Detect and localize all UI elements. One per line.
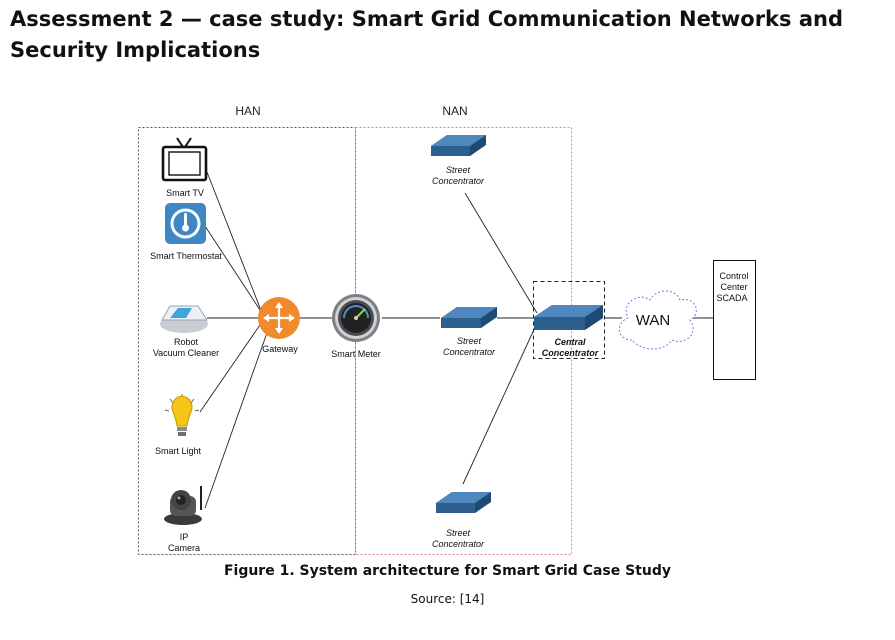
- control-center-box: [713, 260, 756, 380]
- central-concentrator-label-2: Concentrator: [542, 348, 599, 358]
- smart-tv-icon: [161, 137, 208, 182]
- smart-light-label: Smart Light: [155, 446, 202, 456]
- street-concentrator-mid-label-1: Street: [457, 336, 482, 346]
- link-streettop-central: [464, 192, 538, 314]
- street-concentrator-mid-label-2: Concentrator: [443, 347, 496, 357]
- thermostat-icon: [165, 203, 206, 244]
- nan-label: NAN: [442, 104, 467, 118]
- han-label: HAN: [235, 104, 260, 118]
- ip-camera-label-1: IP: [180, 532, 189, 542]
- robot-vacuum-icon: [160, 305, 208, 333]
- smart-light-icon: [164, 394, 200, 436]
- smart-meter-icon: [332, 294, 380, 342]
- street-concentrator-bottom-label-1: Street: [446, 528, 471, 538]
- smart-meter-label: Smart Meter: [331, 349, 381, 359]
- gateway-label: Gateway: [262, 344, 298, 354]
- connection-lines: [199, 171, 713, 509]
- link-streetbottom-central: [462, 322, 538, 485]
- street-concentrator-mid-icon: [441, 307, 497, 328]
- central-concentrator-highlight-box: [533, 281, 605, 359]
- central-concentrator-label-1: Central: [554, 337, 586, 347]
- control-center-label-3: SCADA: [716, 293, 747, 303]
- link-camera-gateway: [204, 329, 269, 509]
- ip-camera-icon: [164, 486, 202, 525]
- gateway-router-icon: [258, 297, 300, 339]
- street-concentrator-top-label-2: Concentrator: [432, 176, 485, 186]
- street-concentrator-bottom-label-2: Concentrator: [432, 539, 485, 549]
- street-concentrator-top-icon: [431, 135, 486, 156]
- central-concentrator-icon: [534, 305, 603, 330]
- smart-thermostat-label: Smart Thermostat: [150, 251, 222, 261]
- page-title: Assessment 2 — case study: Smart Grid Co…: [10, 7, 843, 62]
- ip-camera-label-2: Camera: [168, 543, 200, 553]
- smart-tv-label: Smart TV: [166, 188, 204, 198]
- figure-source: Source: [14]: [410, 592, 485, 606]
- robot-vacuum-label-2: Vacuum Cleaner: [153, 348, 219, 358]
- robot-vacuum-label-1: Robot: [174, 337, 199, 347]
- link-tv-gateway: [206, 171, 263, 314]
- link-thermostat-gateway: [204, 225, 263, 314]
- street-concentrator-bottom-icon: [436, 492, 491, 513]
- han-zone-box: [138, 127, 356, 555]
- wan-label: WAN: [636, 312, 670, 329]
- control-center-label-2: Center: [720, 282, 747, 292]
- wan-cloud-icon: [619, 290, 697, 350]
- street-concentrator-top-label-1: Street: [446, 165, 471, 175]
- control-center-label-1: Control: [719, 271, 748, 281]
- figure-caption: Figure 1. System architecture for Smart …: [223, 563, 672, 579]
- link-light-gateway: [199, 321, 263, 413]
